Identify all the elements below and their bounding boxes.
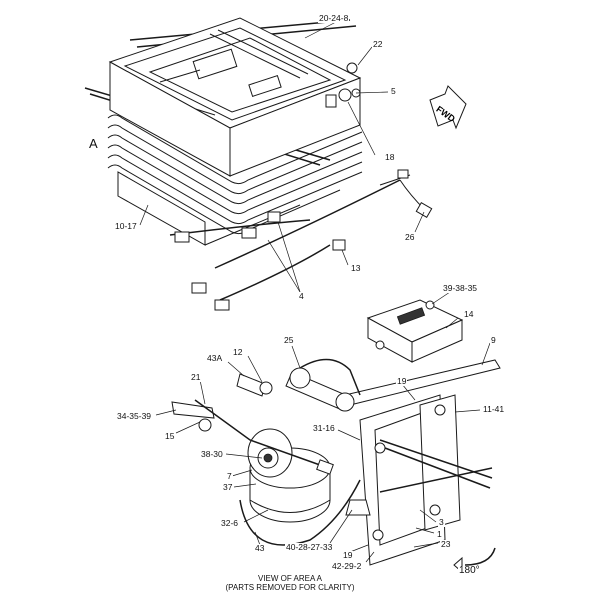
- callout-42-29-2: 42-29-2: [331, 561, 363, 571]
- callout-31-16: 31-16: [312, 423, 336, 433]
- callout-4: 4: [298, 291, 305, 301]
- callout-19-lower: 19: [342, 550, 354, 560]
- callout-18: 18: [384, 152, 396, 162]
- callout-13: 13: [350, 263, 362, 273]
- leader-lines: [139, 21, 491, 563]
- view-note-subtitle: (PARTS REMOVED FOR CLARITY): [225, 583, 355, 593]
- callout-14: 14: [463, 309, 475, 319]
- callout-7: 7: [226, 471, 233, 481]
- callout-12: 12: [232, 347, 244, 357]
- callout-5: 5: [390, 86, 397, 96]
- callout-9: 9: [490, 335, 497, 345]
- callout-43a: 43A: [206, 353, 224, 363]
- callout-21: 21: [190, 372, 202, 382]
- callout-23: 23: [440, 539, 452, 549]
- callout-10-17: 10-17: [114, 221, 138, 231]
- callout-11-41: 11-41: [482, 404, 506, 414]
- callout-38-30: 38-30: [200, 449, 224, 459]
- callout-32-6: 32-6: [220, 518, 240, 528]
- forward-arrow: FWD: [429, 85, 467, 130]
- callout-15: 15: [164, 431, 176, 441]
- area-a-label: A: [88, 136, 99, 151]
- lower-assembly: [171, 299, 501, 574]
- callout-43: 43: [254, 543, 266, 553]
- callout-26: 26: [404, 232, 416, 242]
- rotation-label: 180°: [458, 565, 481, 576]
- callout-20-24-8: 20-24-8: [318, 13, 350, 23]
- view-note: VIEW OF AREA A (PARTS REMOVED FOR CLARIT…: [210, 574, 370, 592]
- view-note-title: VIEW OF AREA A: [257, 574, 323, 583]
- callout-34-35-39: 34-35-39: [116, 411, 153, 421]
- callout-22: 22: [372, 39, 384, 49]
- callout-37: 37: [222, 482, 234, 492]
- callout-3: 3: [438, 517, 445, 527]
- callout-40-28-27-33: 40-28-27-33: [285, 542, 334, 552]
- callout-19-upper: 19: [396, 376, 408, 386]
- callout-1: 1: [436, 529, 443, 539]
- callout-39-38-35: 39-38-35: [442, 283, 479, 293]
- callout-25: 25: [283, 335, 295, 345]
- seat-base-assembly: [84, 17, 433, 311]
